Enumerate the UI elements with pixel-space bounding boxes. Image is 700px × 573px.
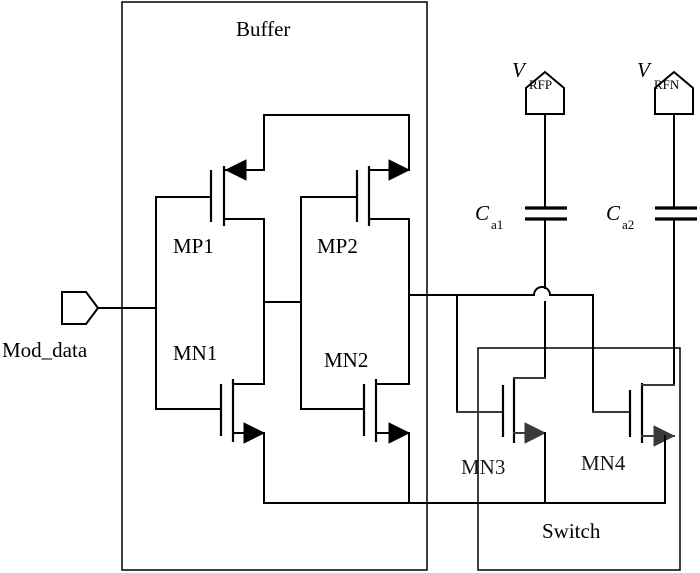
mn2-transistor <box>300 379 411 444</box>
mp1-label: MP1 <box>173 234 214 258</box>
mp1-transistor <box>155 159 265 410</box>
mn1-label: MN1 <box>173 341 217 365</box>
mn3-transistor <box>456 377 547 504</box>
vrfp-subscript: RFP <box>529 77 552 92</box>
mp2-transistor <box>300 159 411 410</box>
ca1-capacitor <box>525 206 567 379</box>
buffer-label: Buffer <box>236 17 290 41</box>
mn4-label: MN4 <box>581 451 626 475</box>
mn4-transistor <box>592 383 676 504</box>
mp2-label: MP2 <box>317 234 358 258</box>
switch-block <box>477 347 681 571</box>
ca2-subscript: a2 <box>622 217 634 232</box>
mod-data-input-port <box>61 291 157 325</box>
mod-data-label: Mod_data <box>2 338 88 362</box>
vrfn-supply-port <box>654 70 694 208</box>
ca2-capacitor <box>655 206 697 386</box>
buffer-block <box>121 1 428 571</box>
mn2-label: MN2 <box>324 348 368 372</box>
mn3-label: MN3 <box>461 455 505 479</box>
ca1-subscript: a1 <box>491 217 503 232</box>
vrfn-subscript: RFN <box>654 77 680 92</box>
vrfp-supply-port <box>525 70 565 208</box>
vrfp-label: V <box>512 58 527 82</box>
switch-label: Switch <box>542 519 601 543</box>
vrfn-label: V <box>637 58 652 82</box>
ca2-label: C <box>606 201 621 225</box>
ca1-label: C <box>475 201 490 225</box>
mn1-transistor <box>155 379 266 444</box>
